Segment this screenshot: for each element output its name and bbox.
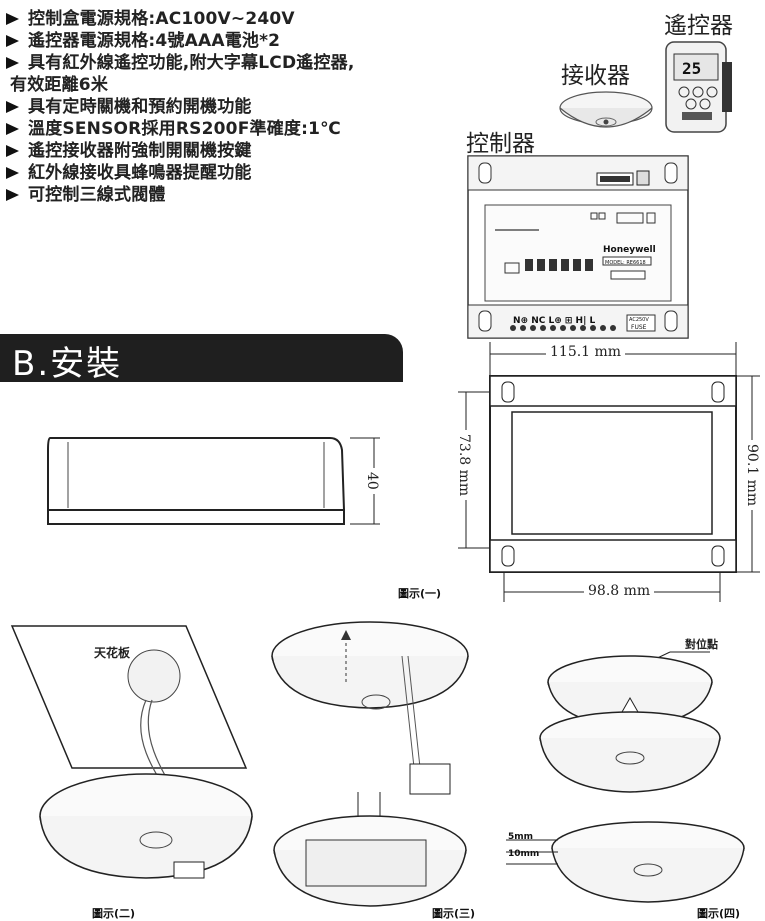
spec-item: 紅外線接收具蜂鳴器提醒功能 bbox=[4, 162, 444, 184]
dim-width-inner: 98.8 mm bbox=[584, 583, 655, 599]
screw-mount-drawing bbox=[271, 621, 469, 907]
remote-control-image: 25 bbox=[665, 41, 732, 133]
spec-item: 具有紅外線遙控功能,附大字幕LCD遙控器, bbox=[4, 52, 444, 74]
figure-4-caption: 圖示(四) bbox=[697, 907, 741, 920]
spec-item: 遙控接收器附強制開關機按鍵 bbox=[4, 140, 444, 162]
spec-list: 控制盒電源規格:AC100V~240V 遙控器電源規格:4號AAA電池*2 具有… bbox=[4, 8, 444, 206]
section-title: B.安裝 bbox=[12, 344, 123, 384]
triangle-bullet-icon bbox=[6, 13, 19, 25]
fuse-rating-text: AC250V bbox=[629, 317, 649, 323]
spec-item: 可控制三線式閥體 bbox=[4, 184, 444, 206]
figure-3-caption: 圖示(三) bbox=[432, 907, 476, 920]
figure-2-caption: 圖示(二) bbox=[92, 907, 136, 920]
triangle-bullet-icon bbox=[6, 145, 19, 157]
spec-item: 遙控器電源規格:4號AAA電池*2 bbox=[4, 30, 444, 52]
side-profile-drawing bbox=[47, 437, 380, 525]
triangle-bullet-icon bbox=[6, 167, 19, 179]
triangle-bullet-icon bbox=[6, 57, 19, 69]
align-point-label: 對位點 bbox=[685, 638, 718, 651]
alignment-drawing bbox=[506, 651, 745, 903]
receiver-image bbox=[559, 91, 653, 128]
controller-brand-text: Honeywell bbox=[603, 245, 656, 255]
ceiling-mount-drawing bbox=[10, 625, 253, 879]
controller-label: 控制器 bbox=[466, 131, 535, 157]
spec-item-continued: 有效距離6米 bbox=[10, 75, 109, 95]
section-banner: B.安裝 bbox=[0, 334, 403, 384]
spec-item: 具有定時關機和預約開機功能 bbox=[4, 96, 444, 118]
receiver-label: 接收器 bbox=[561, 63, 630, 89]
triangle-bullet-icon bbox=[6, 189, 19, 201]
spec-item: 溫度SENSOR採用RS200F準確度:1℃ bbox=[4, 118, 444, 140]
triangle-bullet-icon bbox=[6, 123, 19, 135]
dim-height-outer: 90.1 mm bbox=[744, 440, 760, 511]
fuse-label-text: FUSE bbox=[631, 324, 647, 331]
spec-item: 控制盒電源規格:AC100V~240V bbox=[4, 8, 444, 30]
controller-image: Honeywell MODEL: RE6618 N⊕ NC L⊕ ⊞ H| L … bbox=[467, 155, 689, 339]
dim-10mm-label: 10mm bbox=[508, 849, 540, 859]
remote-label: 遙控器 bbox=[664, 13, 733, 39]
front-dimension-drawing bbox=[458, 342, 760, 602]
triangle-bullet-icon bbox=[6, 35, 19, 47]
controller-model-text: MODEL: RE6618 bbox=[605, 260, 646, 266]
ceiling-label: 天花板 bbox=[94, 646, 131, 660]
dim-5mm-label: 5mm bbox=[508, 832, 534, 842]
dim-width-outer: 115.1 mm bbox=[546, 344, 626, 360]
dim-height-40: 40 bbox=[364, 468, 380, 494]
remote-display-value: 25 bbox=[682, 59, 701, 78]
triangle-bullet-icon bbox=[6, 101, 19, 113]
dim-height-inner: 73.8 mm bbox=[456, 430, 472, 501]
terminal-block-text: N⊕ NC L⊕ ⊞ H| L bbox=[513, 316, 596, 326]
figure-1-caption: 圖示(一) bbox=[398, 587, 442, 600]
